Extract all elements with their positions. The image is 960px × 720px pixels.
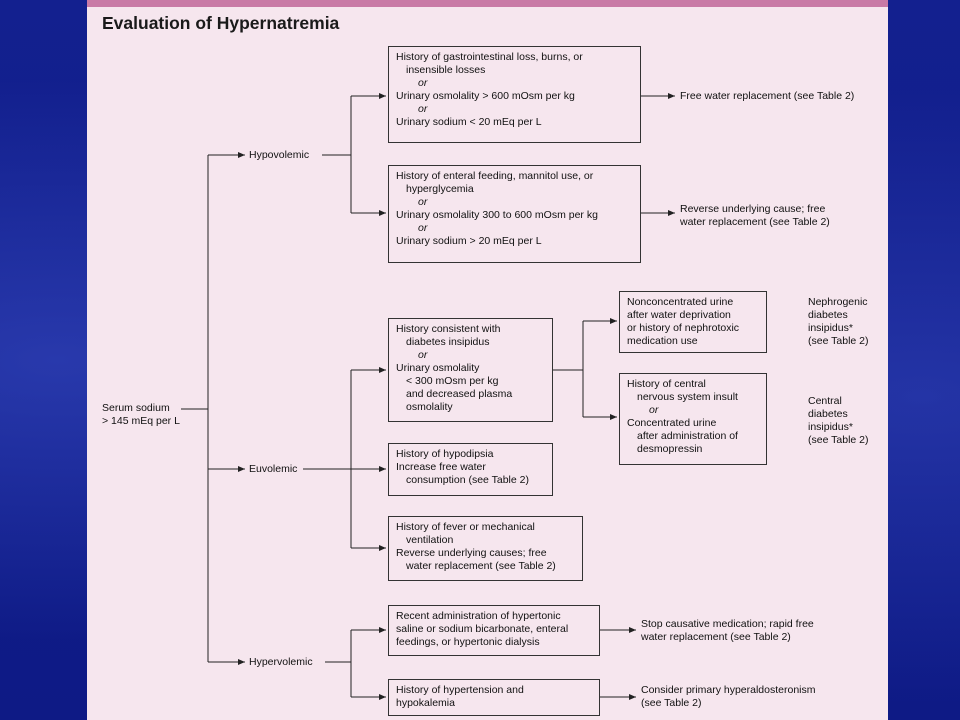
box-hypovolemic-gi-loss: History of gastrointestinal loss, burns,… [388, 46, 641, 143]
category-hypervolemic: Hypervolemic [249, 656, 313, 668]
box-hypovolemic-enteral-feeding: History of enteral feeding, mannitol use… [388, 165, 641, 263]
box-nonconcentrated-urine: Nonconcentrated urine after water depriv… [619, 291, 767, 353]
outcome-primary-hyperaldosteronism: Consider primary hyperaldosteronism (see… [641, 684, 816, 709]
category-hypovolemic: Hypovolemic [249, 149, 310, 161]
box-euvolemic-diabetes-insipidus: History consistent with diabetes insipid… [388, 318, 553, 422]
box-hypertension-hypokalemia: History of hypertension and hypokalemia [388, 679, 600, 716]
page-title: Evaluation of Hypernatremia [102, 13, 340, 33]
slide: Evaluation of Hypernatremia [87, 0, 888, 720]
outcome-stop-causative-medication: Stop causative medication; rapid free wa… [641, 618, 814, 643]
top-accent-bar [87, 0, 888, 7]
box-hypertonic-administration: Recent administration of hypertonic sali… [388, 605, 600, 656]
outcome-central-diabetes-insipidus: Central diabetes insipidus* (see Table 2… [808, 395, 869, 446]
outcome-nephrogenic-diabetes-insipidus: Nephrogenic diabetes insipidus* (see Tab… [808, 296, 869, 347]
outcome-free-water-replacement: Free water replacement (see Table 2) [680, 90, 855, 102]
box-central-nervous-system: History of central nervous system insult… [619, 373, 767, 465]
start-serum-sodium: Serum sodium > 145 mEq per L [102, 402, 180, 427]
outcome-reverse-underlying-cause: Reverse underlying cause; free water rep… [680, 203, 830, 228]
box-fever-ventilation: History of fever or mechanical ventilati… [388, 516, 583, 581]
box-hypodipsia: History of hypodipsia Increase free wate… [388, 443, 553, 496]
category-euvolemic: Euvolemic [249, 463, 298, 475]
flowchart-connectors [181, 93, 675, 700]
